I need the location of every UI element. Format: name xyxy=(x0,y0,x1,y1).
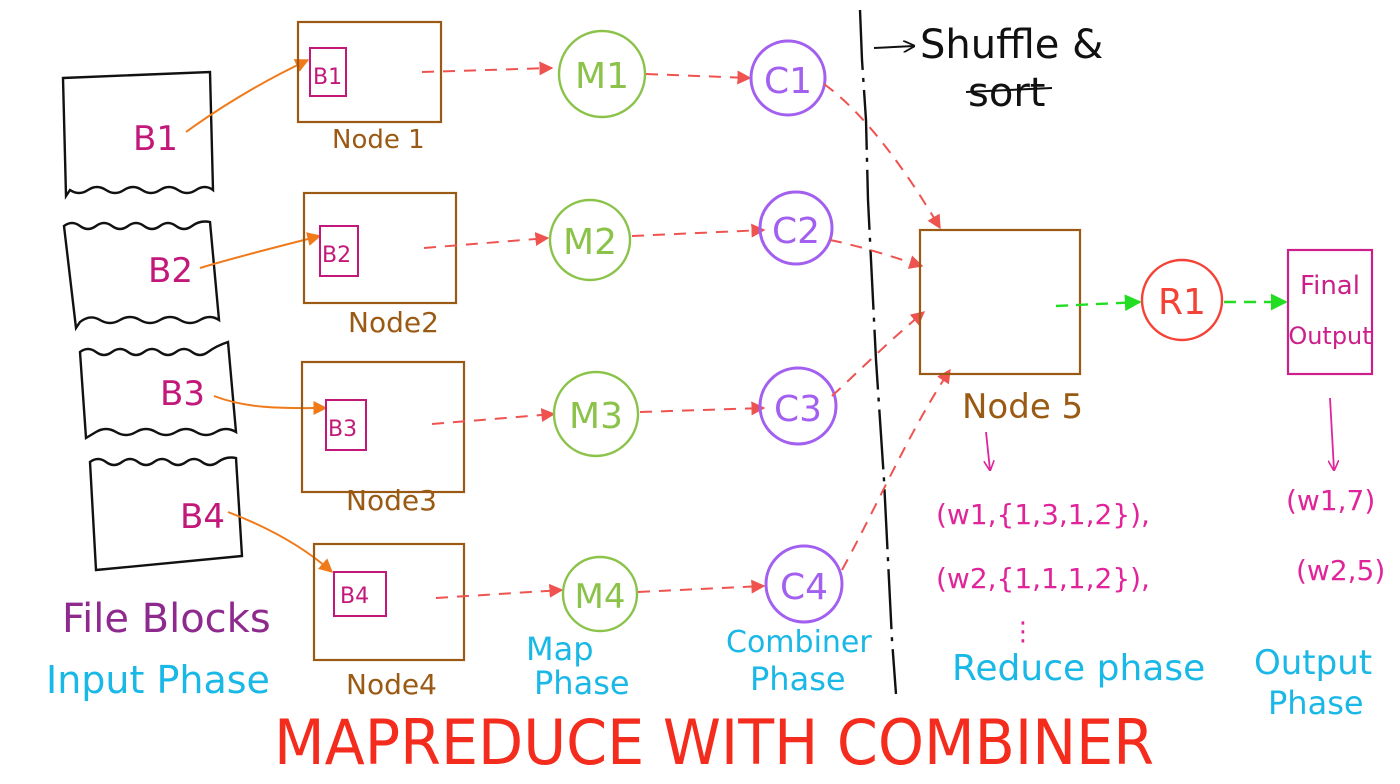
shuffle-label-line1: Shuffle & xyxy=(920,22,1103,68)
node-3-block: B3 xyxy=(328,417,357,442)
combiner-1: C1 xyxy=(749,39,827,117)
node-1-label: Node 1 xyxy=(332,125,425,155)
arrow-node5-to-reducer xyxy=(1055,294,1142,312)
file-block-label-2: B2 xyxy=(148,251,193,291)
file-blocks-caption: File Blocks xyxy=(62,596,271,642)
node-2-block: B2 xyxy=(322,243,351,268)
final-output-line1: Final xyxy=(1300,271,1360,301)
mapper-4-label: M4 xyxy=(575,577,626,617)
shuffle-divider-line xyxy=(858,9,898,695)
file-block-4: B4 xyxy=(88,456,244,572)
output-phase-label-line1: Output xyxy=(1254,643,1372,683)
arrow-block-to-node-2 xyxy=(199,232,322,269)
reduce-list-ellipsis: ⋮ xyxy=(1010,617,1036,647)
arrow-combiner-to-reducer-4 xyxy=(841,368,951,571)
file-block-label-1: B1 xyxy=(133,119,178,159)
node-3-label: Node3 xyxy=(346,484,437,517)
output-result-line1: (w1,7) xyxy=(1286,484,1375,517)
mapper-4: M4 xyxy=(561,555,639,633)
node-4: B4 Node4 xyxy=(312,542,466,701)
combiner-2-label: C2 xyxy=(772,211,820,252)
input-phase-label: Input Phase xyxy=(46,658,270,702)
mapper-2-label: M2 xyxy=(563,222,617,263)
node-1-block: B1 xyxy=(313,65,342,90)
arrow-node-to-mapper-3 xyxy=(431,408,556,425)
combiner-1-label: C1 xyxy=(764,61,812,102)
arrow-block-to-node-4 xyxy=(227,511,334,573)
shuffle-strike xyxy=(965,87,1053,93)
output-to-result-arrow xyxy=(1330,397,1334,470)
map-phase-label-line2: Phase xyxy=(534,664,630,702)
arrow-mapper-to-combiner-4 xyxy=(637,579,766,594)
arrow-node-to-mapper-4 xyxy=(435,583,564,599)
combiner-3: C3 xyxy=(758,366,838,446)
arrow-node-to-mapper-1 xyxy=(421,61,554,76)
mapper-3-label: M3 xyxy=(569,396,623,437)
reduce-phase-label: Reduce phase xyxy=(952,648,1205,689)
node-4-block: B4 xyxy=(340,584,369,609)
shuffle-pointer-arrow xyxy=(873,46,914,48)
combiner-2: C2 xyxy=(758,190,834,266)
file-block-3: B3 xyxy=(78,340,238,441)
reduce-list-line1: (w1,{1,3,1,2}), xyxy=(936,498,1150,531)
arrow-combiner-to-reducer-1 xyxy=(823,83,941,230)
node-5-label: Node 5 xyxy=(962,387,1083,427)
node5-to-list-arrow xyxy=(986,431,990,470)
reducer-1-label: R1 xyxy=(1158,282,1206,323)
reducer-1: R1 xyxy=(1140,258,1224,342)
mapper-3: M3 xyxy=(552,370,640,458)
arrow-block-to-node-3 xyxy=(213,395,328,416)
mapper-2: M2 xyxy=(548,198,632,282)
file-block-1: B1 xyxy=(61,70,215,200)
node-4-label: Node4 xyxy=(346,668,437,701)
reduce-list-line2: (w2,{1,1,1,2}), xyxy=(936,562,1150,595)
combiner-phase-label-line2: Phase xyxy=(750,660,846,698)
arrow-mapper-to-combiner-1 xyxy=(645,70,752,85)
node-5: Node 5 xyxy=(918,228,1083,427)
combiner-phase-label-line1: Combiner xyxy=(726,625,872,660)
arrow-block-to-node-1 xyxy=(185,59,310,133)
file-block-label-4: B4 xyxy=(180,497,225,537)
arrow-mapper-to-combiner-2 xyxy=(631,223,766,238)
shuffle-label-line2: sort xyxy=(968,70,1045,116)
arrow-mapper-to-combiner-3 xyxy=(639,401,766,416)
arrow-combiner-to-reducer-3 xyxy=(831,311,926,397)
node-3: B3 Node3 xyxy=(300,360,466,517)
combiner-3-label: C3 xyxy=(774,389,822,430)
final-output-line2: Output xyxy=(1288,322,1371,350)
file-block-label-3: B3 xyxy=(160,374,205,414)
output-phase-label-line2: Phase xyxy=(1268,684,1364,722)
combiner-4-label: C4 xyxy=(780,567,828,608)
mapper-1: M1 xyxy=(557,29,647,119)
output-result-line2: (w2,5) xyxy=(1296,554,1385,587)
combiner-4: C4 xyxy=(764,544,844,624)
arrow-node-to-mapper-2 xyxy=(423,232,550,249)
diagram-title: MAPREDUCE WITH COMBINER xyxy=(274,706,1154,779)
final-output-box: Final Output xyxy=(1286,248,1374,376)
node-2: B2 Node2 xyxy=(302,191,458,339)
node-2-label: Node2 xyxy=(348,306,439,339)
file-block-2: B2 xyxy=(62,220,221,332)
map-phase-label-line1: Map xyxy=(526,630,594,668)
arrow-combiner-to-reducer-2 xyxy=(829,239,924,269)
mapper-1-label: M1 xyxy=(575,56,629,97)
node-1: B1 Node 1 xyxy=(296,20,443,155)
